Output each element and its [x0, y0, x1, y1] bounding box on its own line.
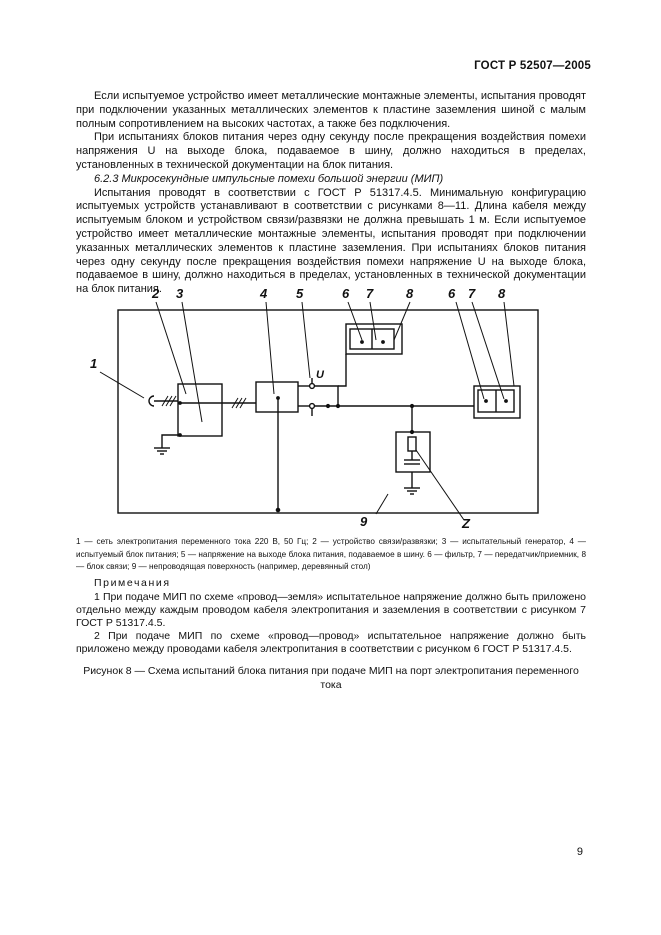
label-3: 3 — [176, 286, 184, 301]
label-u: U — [316, 369, 325, 381]
body-text: Если испытуемое устройство имеет металли… — [76, 90, 586, 297]
impedance-box — [395, 431, 431, 473]
label-7a: 7 — [366, 286, 374, 301]
label-6a: 6 — [342, 286, 350, 301]
mains-plug — [148, 395, 155, 407]
coupling-device-box — [177, 383, 223, 437]
notes-heading: Примечания — [94, 577, 171, 589]
figure-legend: 1 — сеть электропитания переменного тока… — [76, 537, 586, 571]
label-5: 5 — [296, 286, 304, 301]
paragraph-3: Испытания проводят в соответствии с ГОСТ… — [76, 186, 586, 296]
section-heading: 6.2.3 Микросекундные импульсные помехи б… — [76, 173, 586, 187]
eut-power-supply-box — [255, 381, 299, 413]
label-z: Z — [461, 516, 471, 531]
notes: 1 При подаче МИП по схеме «провод—земля»… — [76, 591, 586, 656]
paragraph-2: При испытаниях блоков питания через одну… — [76, 131, 586, 171]
upper-node-box-outer — [345, 323, 403, 355]
label-1: 1 — [90, 356, 97, 371]
label-9: 9 — [360, 514, 368, 529]
right-node-box-outer — [473, 385, 521, 419]
label-7b: 7 — [468, 286, 476, 301]
table-surface-outline — [117, 309, 539, 514]
label-4: 4 — [259, 286, 268, 301]
page-number: 9 — [576, 846, 583, 858]
document-header: ГОСТ Р 52507—2005 — [474, 60, 591, 72]
note-2: 2 При подаче МИП по схеме «провод—провод… — [76, 630, 586, 655]
label-8a: 8 — [406, 286, 414, 301]
label-2: 2 — [151, 286, 160, 301]
figure-caption: Рисунок 8 — Схема испытаний блока питани… — [83, 665, 579, 691]
test-setup-diagram: 1 2 3 4 5 6 7 8 6 7 8 9 Z U — [90, 286, 539, 531]
note-1: 1 При подаче МИП по схеме «провод—земля»… — [76, 591, 586, 629]
label-6b: 6 — [448, 286, 456, 301]
section-title: 6.2.3 Микросекундные импульсные помехи б… — [94, 172, 444, 185]
label-8b: 8 — [498, 286, 506, 301]
paragraph-1: Если испытуемое устройство имеет металли… — [76, 90, 586, 130]
